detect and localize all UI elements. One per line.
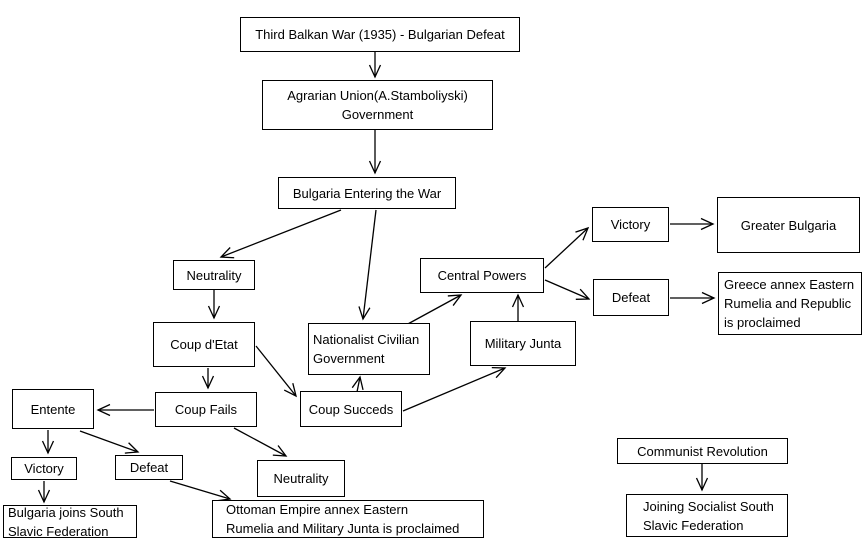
edge-coup-fails-to-neutrality-bottom (233, 427, 288, 457)
node-label: Neutrality (186, 267, 242, 283)
node-third-balkan-war: Third Balkan War (1935) - Bulgarian Defe… (240, 17, 520, 52)
node-greater-bulgaria: Greater Bulgaria (717, 197, 860, 253)
node-label: Greece annex Eastern (724, 277, 855, 292)
edge-central-powers-to-victory-right (544, 226, 590, 269)
edge-defeat-left-to-ottoman-annex (169, 480, 232, 502)
node-victory-left: Victory (11, 457, 77, 480)
node-label: Agrarian Union(A.Stamboliyski) (287, 88, 468, 103)
node-defeat-left: Defeat (115, 455, 183, 480)
node-communist-revolution: Communist Revolution (617, 438, 788, 464)
node-label: Victory (24, 461, 64, 476)
node-coup-fails: Coup Fails (155, 392, 257, 427)
node-defeat-right: Defeat (593, 279, 669, 316)
edge-bulgaria-entering-war-to-neutrality-top (219, 209, 342, 259)
edge-coup-succeds-to-military-junta (402, 366, 507, 412)
node-label: Neutrality (273, 471, 329, 486)
edge-entente-to-defeat-left (79, 430, 140, 454)
node-label: Military Junta (484, 336, 562, 351)
node-label: Joining Socialist South (643, 498, 774, 514)
node-label: Central Powers (437, 268, 527, 283)
node-label: Rumelia and Republic (724, 296, 852, 311)
node-central-powers: Central Powers (420, 258, 544, 293)
edge-central-powers-to-defeat-right (544, 279, 591, 300)
node-label: Greater Bulgaria (740, 217, 837, 233)
node-entente: Entente (12, 389, 94, 429)
node-label: Slavic Federation (8, 523, 109, 539)
node-label: Bulgaria joins South (8, 504, 124, 520)
node-label: Coup d'Etat (170, 337, 238, 352)
node-coup-succeds: Coup Succeds (300, 391, 402, 427)
node-neutrality-top: Neutrality (173, 260, 255, 290)
node-military-junta: Military Junta (470, 321, 576, 366)
node-victory-right: Victory (592, 207, 669, 242)
node-label: Government (341, 107, 414, 122)
edge-nationalist-civilian-govt-to-central-powers (405, 294, 463, 326)
node-label: Nationalist Civilian (313, 332, 420, 347)
node-agrarian-union: Agrarian Union(A.Stamboliyski) Government (262, 80, 493, 130)
node-bulgaria-entering-war: Bulgaria Entering the War (278, 177, 456, 209)
edge-coup-detat-to-coup-succeds (255, 345, 297, 398)
node-neutrality-bottom: Neutrality (257, 460, 345, 497)
node-label: is proclaimed (724, 315, 801, 330)
node-label: Slavic Federation (643, 517, 744, 533)
edge-bulgaria-entering-war-to-nationalist-civilian-govt (358, 209, 377, 321)
node-coup-detat: Coup d'Etat (153, 322, 255, 367)
node-label: Defeat (129, 460, 169, 475)
node-label: Entente (30, 401, 76, 417)
node-label: Rumelia and Military Junta is proclaimed (226, 521, 460, 536)
node-label: Third Balkan War (1935) - Bulgarian Defe… (255, 27, 505, 42)
node-label: Victory (610, 217, 651, 232)
node-label: Ottoman Empire annex Eastern (226, 502, 409, 517)
edge-coup-succeds-to-nationalist-civilian-govt (351, 375, 364, 393)
node-label: Bulgaria Entering the War (292, 185, 442, 201)
node-label: Communist Revolution (637, 443, 768, 459)
node-label: Defeat (611, 290, 651, 305)
node-label: Coup Fails (174, 402, 238, 417)
node-label: Government (313, 351, 385, 366)
node-label: Coup Succeds (308, 401, 394, 417)
